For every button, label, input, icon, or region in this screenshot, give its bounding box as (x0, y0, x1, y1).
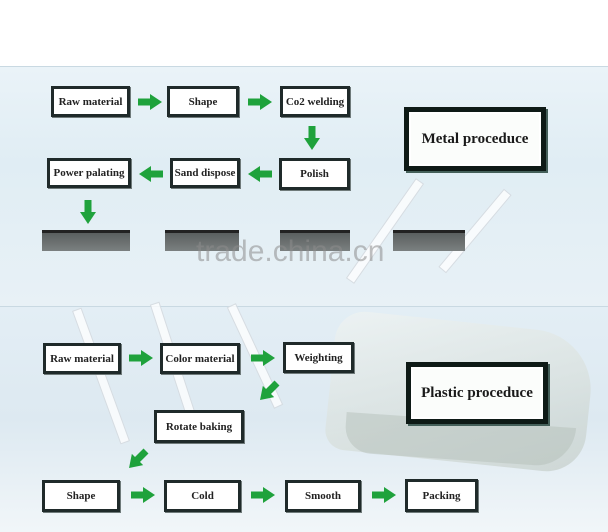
metal-step-polish: Polish (279, 158, 350, 190)
metal-step-shape: Shape (167, 86, 239, 117)
plastic-step-cold: Cold (164, 480, 241, 512)
cropped-step-box (42, 230, 130, 251)
metal-procedure-title: Metal proceduce (404, 107, 546, 171)
plastic-step-raw-material: Raw material (43, 343, 121, 374)
watermark-text: trade.china.cn (196, 235, 384, 269)
plastic-step-shape: Shape (42, 480, 120, 512)
plastic-step-color-material: Color material (160, 343, 240, 374)
plastic-step-weighting: Weighting (283, 342, 354, 373)
metal-step-raw-material: Raw material (51, 86, 130, 117)
plastic-step-smooth: Smooth (285, 480, 361, 512)
cropped-step-box (393, 230, 465, 251)
plastic-step-packing: Packing (405, 479, 478, 512)
metal-step-power-palating: Power palating (47, 158, 131, 188)
plastic-procedure-title: Plastic proceduce (406, 362, 548, 424)
plastic-step-rotate-baking: Rotate baking (154, 410, 244, 443)
metal-step-sand-dispose: Sand dispose (170, 158, 240, 188)
metal-step-co2-welding: Co2 welding (280, 86, 350, 117)
